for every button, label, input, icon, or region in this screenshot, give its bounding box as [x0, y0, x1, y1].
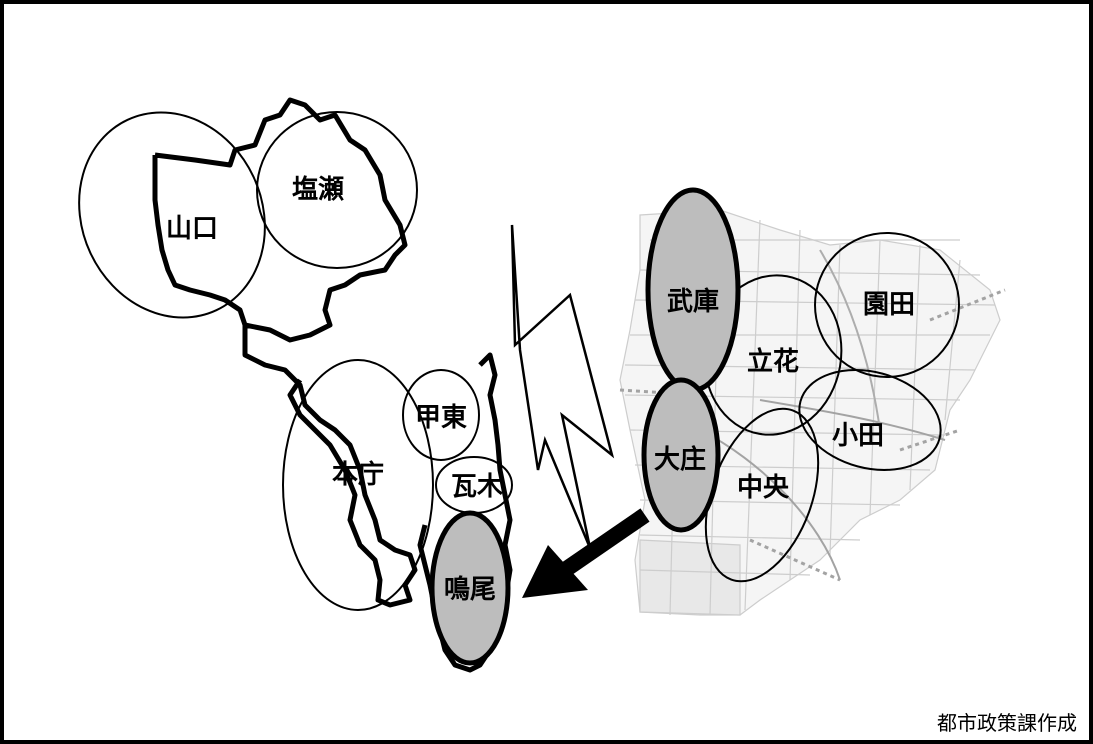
label-shioze: 塩瀬: [292, 175, 344, 205]
district-yamaguchi-ellipse: [78, 111, 266, 319]
label-yamaguchi: 山口: [166, 214, 218, 244]
lightning-bolt-shape: [510, 224, 615, 549]
label-oda: 小田: [832, 421, 884, 451]
label-tachibana: 立花: [747, 346, 799, 377]
label-naruo: 鳴尾: [444, 575, 496, 605]
label-sonoda: 園田: [863, 290, 915, 320]
district-shioze-ellipse: [256, 111, 418, 269]
label-kouto: 甲東: [415, 403, 467, 433]
label-muko: 武庫: [667, 287, 719, 317]
label-honcho: 本庁: [332, 459, 384, 490]
arrow-osho-to-naruo: [522, 508, 650, 598]
label-kawaragi: 瓦木: [451, 472, 503, 502]
label-osho: 大庄: [654, 444, 706, 475]
source-note: 都市政策課作成: [937, 711, 1077, 735]
district-osho-ellipse: [641, 377, 721, 533]
district-oda-ellipse: [798, 369, 942, 471]
district-sonoda-ellipse: [814, 232, 960, 378]
district-naruo-ellipse: [429, 510, 511, 666]
district-honcho-ellipse: [282, 359, 434, 611]
label-chuo: 中央: [737, 473, 790, 503]
district-kouto-ellipse: [402, 369, 480, 461]
